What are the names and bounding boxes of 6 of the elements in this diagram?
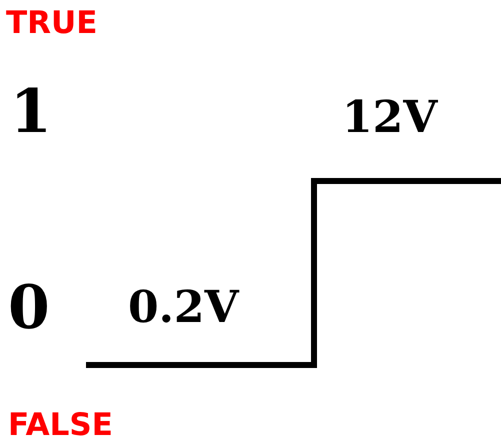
state-label: FALSE [8,410,113,441]
logic-level: 0 [8,278,50,338]
state-label: TRUE [6,8,98,39]
voltage-label: 12V [342,96,438,140]
logic-level: 1 [10,82,52,142]
voltage-label: 0.2V [128,286,239,330]
